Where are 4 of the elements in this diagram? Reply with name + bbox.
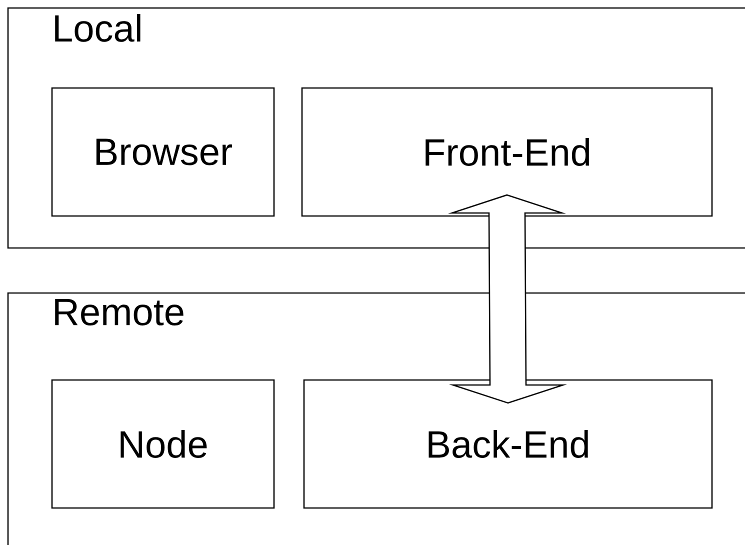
component-box: Back-End <box>303 379 713 509</box>
component-box: Node <box>51 379 275 509</box>
component-box: Front-End <box>301 87 713 217</box>
component-box: Browser <box>51 87 275 217</box>
